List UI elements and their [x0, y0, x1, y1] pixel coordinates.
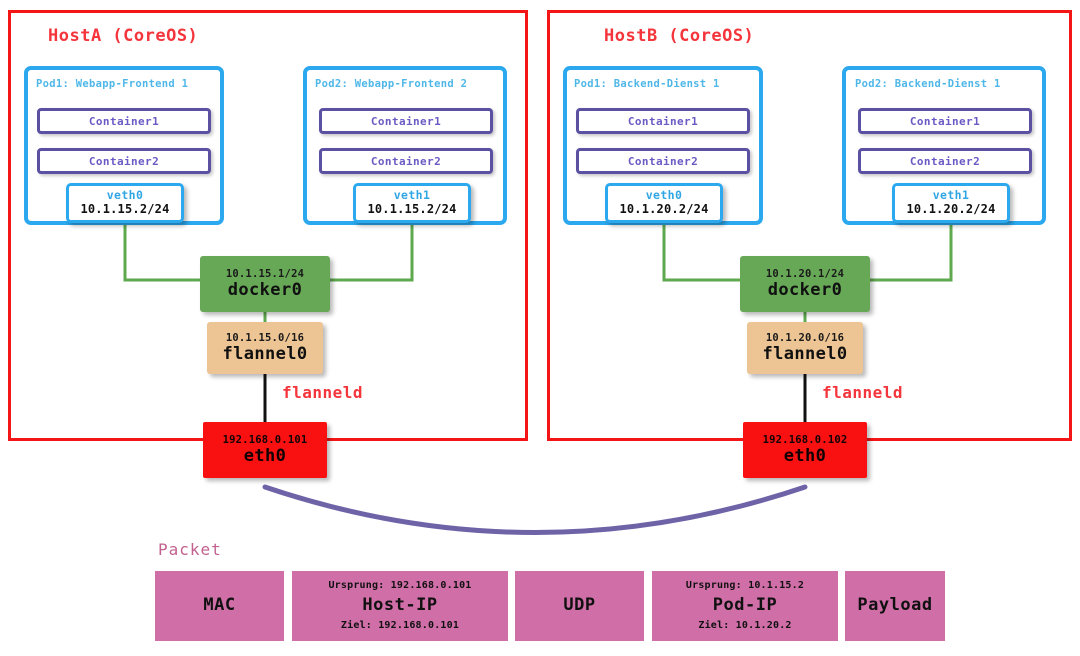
veth-name: veth1	[393, 188, 431, 203]
packet-label: Packet	[158, 540, 222, 559]
packet-field-host-ip: Ursprung: 192.168.0.101 Host-IP Ziel: 19…	[292, 571, 508, 641]
packet-field-mac: MAC	[155, 571, 284, 641]
veth-name: veth0	[106, 188, 144, 203]
eth0-name: eth0	[243, 445, 287, 466]
container-box: Container2	[319, 148, 493, 174]
packet-field-payload: Payload	[845, 571, 945, 641]
host-title-a: HostA (CoreOS)	[48, 26, 199, 46]
container-box: Container1	[858, 108, 1032, 134]
packet-field-title: Payload	[857, 595, 933, 616]
flannel0-name: flannel0	[762, 343, 848, 364]
packet-field-pod-ip: Ursprung: 10.1.15.2 Pod-IP Ziel: 10.1.20…	[652, 571, 838, 641]
eth0-name: eth0	[783, 445, 827, 466]
eth0-ip: 192.168.0.102	[762, 433, 848, 446]
veth-ip: 10.1.20.2/24	[906, 202, 996, 216]
pod-title-a1: Pod1: Webapp-Frontend 1	[36, 78, 189, 90]
pod-title-a2: Pod2: Webapp-Frontend 2	[315, 78, 468, 90]
eth0-ip: 192.168.0.101	[222, 433, 308, 446]
flannel0-chip-b: 10.1.20.0/16 flannel0	[747, 322, 863, 374]
veth-ip: 10.1.20.2/24	[619, 202, 709, 216]
docker0-name: docker0	[767, 279, 843, 300]
container-box: Container2	[858, 148, 1032, 174]
flanneld-label-b: flanneld	[822, 383, 904, 402]
container-box: Container1	[37, 108, 211, 134]
docker0-name: docker0	[227, 279, 303, 300]
veth-name: veth0	[645, 188, 683, 203]
packet-field-source: Ursprung: 192.168.0.101	[328, 580, 472, 592]
docker0-chip-b: 10.1.20.1/24 docker0	[740, 256, 870, 312]
veth-ip: 10.1.15.2/24	[80, 202, 170, 216]
flannel0-ip: 10.1.20.0/16	[765, 331, 845, 344]
container-box: Container2	[576, 148, 750, 174]
eth0-chip-b: 192.168.0.102 eth0	[743, 422, 867, 478]
packet-field-dest: Ziel: 10.1.20.2	[698, 619, 792, 631]
host-title-b: HostB (CoreOS)	[604, 26, 755, 46]
docker0-chip-a: 10.1.15.1/24 docker0	[200, 256, 330, 312]
pod-title-b1: Pod1: Backend-Dienst 1	[574, 78, 720, 90]
veth-chip-b1: veth0 10.1.20.2/24	[605, 183, 723, 223]
packet-field-title: MAC	[203, 595, 236, 616]
flannel0-ip: 10.1.15.0/16	[225, 331, 305, 344]
flanneld-label-a: flanneld	[282, 383, 364, 402]
container-box: Container1	[576, 108, 750, 134]
packet-field-dest: Ziel: 192.168.0.101	[340, 619, 460, 631]
packet-field-title: UDP	[563, 595, 596, 616]
docker0-ip: 10.1.20.1/24	[765, 267, 845, 280]
veth-name: veth1	[932, 188, 970, 203]
pod-title-b2: Pod2: Backend-Dienst 1	[855, 78, 1001, 90]
veth-chip-a2: veth1 10.1.15.2/24	[353, 183, 471, 223]
veth-chip-b2: veth1 10.1.20.2/24	[892, 183, 1010, 223]
packet-field-source: Ursprung: 10.1.15.2	[685, 580, 805, 592]
packet-field-title: Host-IP	[362, 595, 438, 616]
pod-frame-b1	[563, 66, 763, 225]
eth0-chip-a: 192.168.0.101 eth0	[203, 422, 327, 478]
flannel0-chip-a: 10.1.15.0/16 flannel0	[207, 322, 323, 374]
veth-ip: 10.1.15.2/24	[367, 202, 457, 216]
container-box: Container1	[319, 108, 493, 134]
veth-chip-a1: veth0 10.1.15.2/24	[66, 183, 184, 223]
packet-field-title: Pod-IP	[712, 595, 778, 616]
flannel0-name: flannel0	[222, 343, 308, 364]
packet-field-udp: UDP	[515, 571, 644, 641]
docker0-ip: 10.1.15.1/24	[225, 267, 305, 280]
container-box: Container2	[37, 148, 211, 174]
